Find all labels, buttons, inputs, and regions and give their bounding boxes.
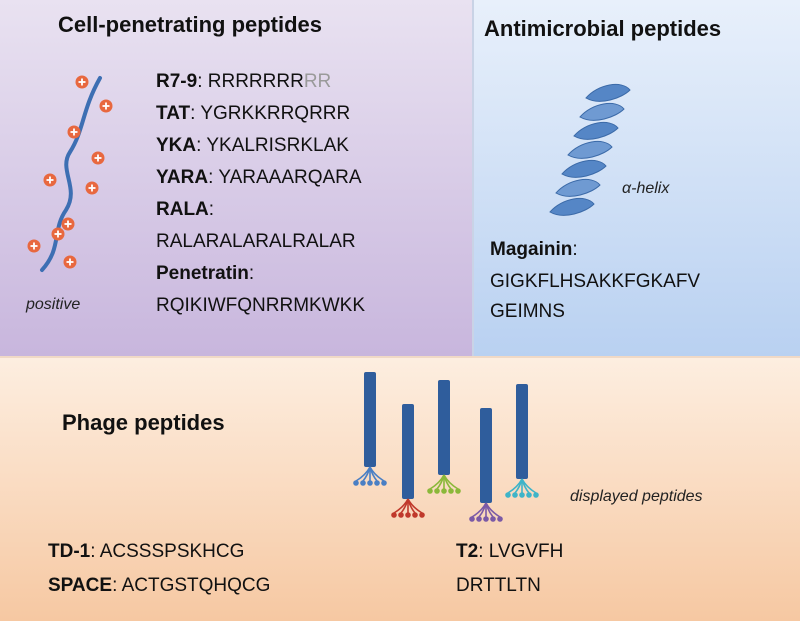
phage-particle-icon (427, 380, 461, 494)
helix-turn (579, 102, 625, 121)
displayed-peptides-caption: displayed peptides (570, 488, 703, 505)
amp-title: Antimicrobial peptides (484, 16, 722, 41)
positive-charge-icon (63, 255, 77, 269)
positive-charge-icon (91, 151, 105, 165)
seq-row-penetratin-seq: RQIKIWFQNRRMKWKK (156, 295, 365, 316)
positive-charge-icon (67, 125, 81, 139)
phage-particle-icon (391, 404, 425, 518)
phage-particle-icon (469, 408, 503, 522)
positive-peptide-strand-icon (27, 75, 113, 272)
phage-particle-icon (505, 384, 539, 498)
cpp-title: Cell-penetrating peptides (58, 12, 323, 37)
seq-row-rala-seq: RALARALARALRALAR (156, 231, 356, 252)
magainin-seq-line1: GIGKFLHSAKKFGKAFV (490, 271, 701, 292)
helix-turn (555, 178, 601, 197)
t2-row-line2: DRTTLTN (456, 575, 541, 596)
phage-title: Phage peptides (62, 410, 225, 435)
positive-charge-icon (61, 217, 75, 231)
seq-row-penetratin: Penetratin: (156, 263, 255, 284)
amp-panel: Antimicrobial peptides α-helix Magainin:… (472, 0, 800, 356)
alpha-helix-label: α-helix (622, 180, 670, 197)
td1-row: TD-1: ACSSSPSKHCG (48, 541, 245, 562)
seq-row-r7-9: R7-9: RRRRRRRRR (156, 71, 332, 92)
seq-row-yara: YARA: YARAAARQARA (156, 167, 362, 188)
helix-turn (567, 140, 613, 159)
space-row: SPACE: ACTGSTQHQCG (48, 575, 271, 596)
helix-turn (549, 197, 595, 216)
positive-caption: positive (26, 296, 81, 313)
positive-charge-icon (75, 75, 89, 89)
helix-turn (585, 83, 631, 102)
seq-row-tat: TAT: YGRKKRRQRRR (156, 103, 351, 124)
charge-markers (27, 75, 113, 269)
phage-display-icon (353, 372, 539, 522)
seq-row-yka: YKA: YKALRISRKLAK (156, 135, 349, 156)
magainin-seq-line2: GEIMNS (490, 301, 565, 322)
phage-particle-icon (353, 372, 387, 486)
positive-charge-icon (99, 99, 113, 113)
cpp-panel: Cell-penetrating peptides positive R7-9:… (0, 0, 472, 356)
helix-turn (561, 159, 607, 178)
positive-charge-icon (27, 239, 41, 253)
positive-charge-icon (51, 227, 65, 241)
magainin-name: Magainin: (490, 239, 578, 260)
seq-row-rala: RALA: (156, 199, 215, 220)
positive-charge-icon (43, 173, 57, 187)
t2-row: T2: LVGVFH (456, 541, 564, 562)
phage-panel: Phage peptides displayed peptides TD-1: … (0, 356, 800, 621)
helix-turn (573, 121, 619, 140)
positive-charge-icon (85, 181, 99, 195)
alpha-helix-icon (549, 83, 631, 216)
